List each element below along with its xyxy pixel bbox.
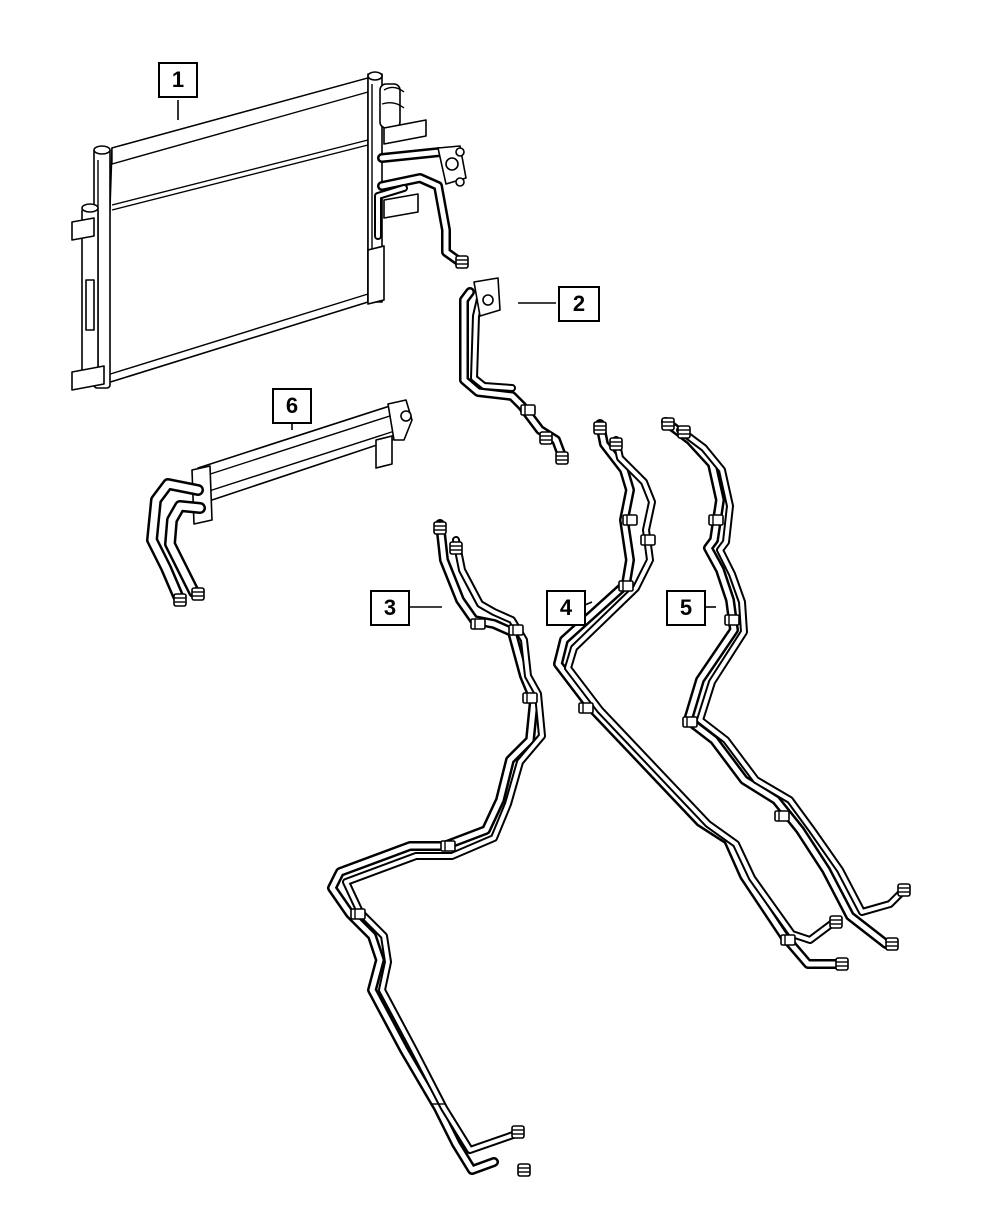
callout-1-label: 1 [171,67,185,92]
callout-6-label: 6 [285,393,299,418]
line-part-4 [553,419,849,971]
callout-4: 4 [546,590,586,626]
condenser-assembly [71,71,469,391]
callout-2-label: 2 [572,291,586,316]
line-part-5 [661,417,911,951]
callout-5: 5 [666,590,706,626]
callout-4-label: 4 [559,595,573,620]
callout-2: 2 [558,286,600,322]
callout-3-label: 3 [383,595,397,620]
callout-5-label: 5 [679,595,693,620]
callout-1: 1 [158,62,198,98]
line-part-3 [327,519,546,1177]
line-part-2 [459,277,569,465]
callout-3: 3 [370,590,410,626]
callout-6: 6 [272,388,312,424]
oil-cooler-assembly [146,399,413,607]
leader-lines [177,100,716,608]
